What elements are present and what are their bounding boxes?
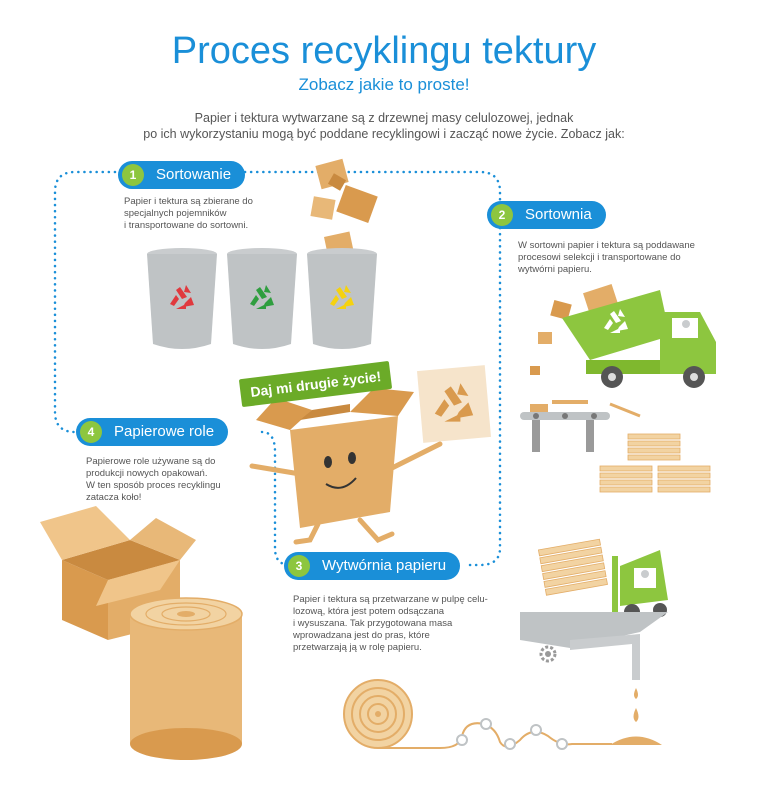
step-sortownia: 2 Sortownia: [487, 201, 606, 229]
step-label: Sortownia: [525, 206, 592, 223]
desc-line: procesowi selekcji i transportowane do: [518, 252, 681, 263]
page-subtitle: Zobacz jakie to proste!: [298, 75, 470, 94]
conveyor-belt: [520, 400, 641, 452]
step-number: 1: [122, 164, 144, 186]
box-icon: [310, 196, 336, 220]
step-number: 4: [80, 421, 102, 443]
intro-text: Papier i tektura wytwarzane są z drzewne…: [110, 110, 658, 142]
desc-line: i transportowane do sortowni.: [124, 220, 249, 231]
intro-line-1: Papier i tektura wytwarzane są z drzewne…: [194, 111, 574, 125]
step-3-description: Papier i tektura są przetwarzane w pulpę…: [293, 594, 488, 654]
box-icon: [327, 173, 347, 191]
desc-line: specjalnych pojemników: [124, 208, 227, 219]
step-wytwornia-papieru: 3 Wytwórnia papieru: [284, 552, 461, 580]
step-label: Sortowanie: [156, 166, 232, 183]
recycle-bin-red: [147, 248, 217, 349]
intro-line-2: po ich wykorzystaniu mogą być poddane re…: [143, 127, 625, 141]
page-title: Proces recyklingu tektury: [171, 30, 597, 72]
step-number: 3: [288, 555, 310, 577]
step-4-description: Papierowe role używane są do produkcji n…: [86, 456, 221, 504]
box-icon: [336, 185, 378, 223]
desc-line: Papier i tektura są zbierane do: [124, 196, 253, 207]
gear-icon: [539, 645, 557, 663]
cycle-path: [53, 170, 502, 567]
paper-machine: [520, 612, 668, 745]
desc-line: W ten sposób proces recyklingu: [86, 480, 221, 491]
falling-boxes: [310, 158, 378, 259]
desc-line: zatacza koło!: [86, 492, 142, 503]
box-character: [249, 388, 443, 545]
step-label: Papierowe role: [114, 423, 215, 440]
desc-line: i wysuszana. Tak przygotowana masa: [293, 618, 453, 629]
forklift-icon: [537, 538, 668, 620]
desc-line: W sortowni papier i tektura są poddawane: [518, 240, 695, 251]
truck-icon: [530, 283, 716, 388]
step-2-description: W sortowni papier i tektura są poddawane…: [518, 240, 695, 276]
step-1-description: Papier i tektura są zbierane do specjaln…: [124, 196, 253, 232]
desc-line: lozową, która jest potem odsączana: [293, 606, 445, 617]
desc-line: wytwórni papieru.: [518, 264, 592, 275]
desc-line: przetwarzają ją w rolę papieru.: [293, 642, 422, 653]
paper-stacks: [599, 433, 711, 493]
step-sortowanie: 1 Sortowanie: [118, 161, 246, 189]
step-label: Wytwórnia papieru: [322, 557, 447, 574]
paper-roll-icon: [343, 679, 612, 750]
desc-line: Papier i tektura są przetwarzane w pulpę…: [293, 594, 488, 605]
desc-line: Papierowe role używane są do: [86, 456, 216, 467]
desc-line: produkcji nowych opakowań.: [86, 468, 208, 479]
step-papierowe-role: 4 Papierowe role: [76, 418, 229, 446]
step-number: 2: [491, 204, 513, 226]
recycle-card: [416, 365, 492, 443]
cardboard-roll-large: [129, 597, 243, 760]
cardboard-box-large: [40, 506, 196, 640]
desc-line: wprowadzana jest do pras, które: [293, 630, 430, 641]
recycle-bin-yellow: [307, 248, 377, 349]
recycle-bin-green: [227, 248, 297, 349]
